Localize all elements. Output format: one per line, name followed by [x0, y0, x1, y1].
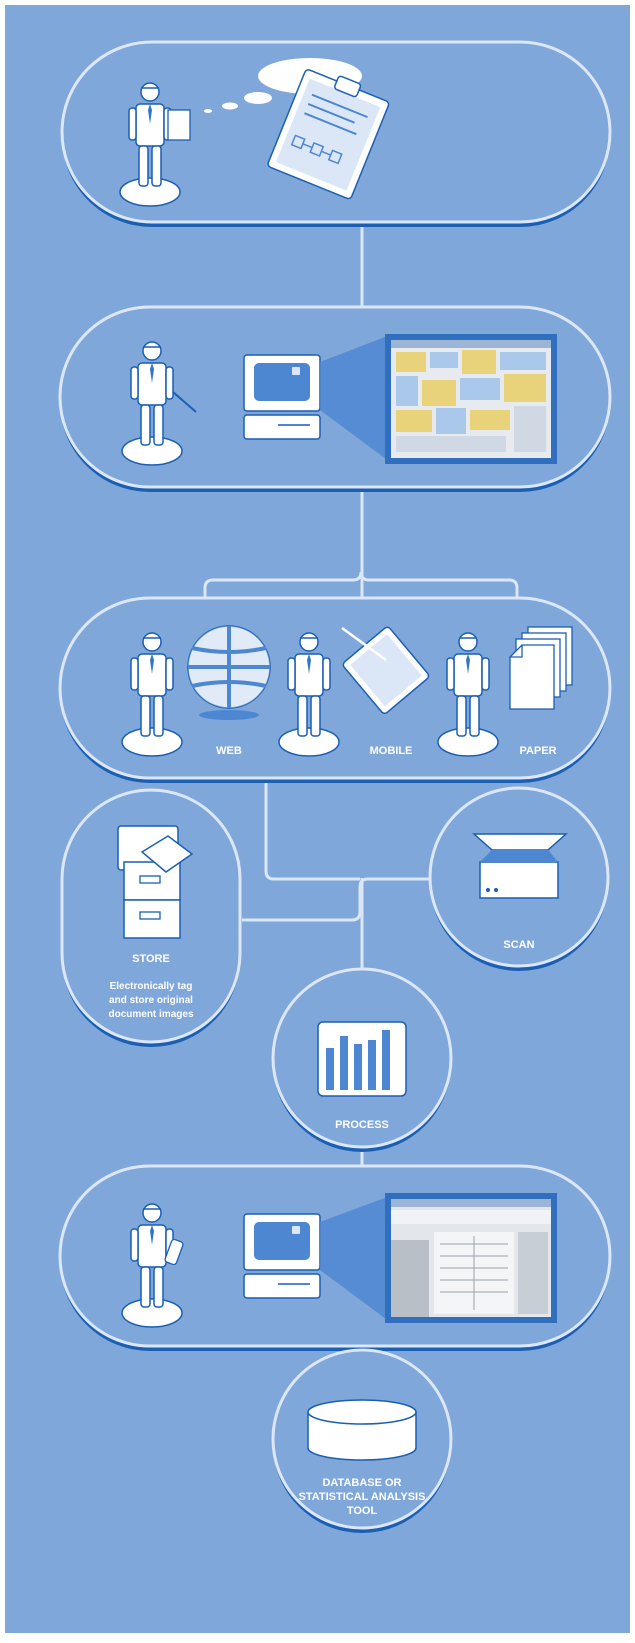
computer-icon [243, 354, 321, 440]
store-desc-line1: Electronically tag [110, 981, 193, 992]
store-desc-line2: and store original [109, 995, 193, 1006]
database-line2: STATISTICAL ANALYSIS [299, 1491, 426, 1503]
channel-mobile-label: MOBILE [370, 745, 413, 757]
bar-chart-icon [317, 1021, 407, 1097]
stage-data-capture: WEB MOBILE PAPER [58, 596, 612, 783]
pen-icon [172, 391, 197, 413]
stage-database: DATABASE OR STATISTICAL ANALYSIS TOOL [271, 1348, 453, 1533]
computer-icon [243, 1213, 321, 1299]
stage-store: STORE Electronically tag and store origi… [60, 788, 242, 1047]
stylus-icon [341, 626, 387, 662]
stage-process: PROCESS [271, 967, 453, 1152]
clipboard-icon [267, 69, 390, 200]
clipboard-small-icon [167, 109, 191, 141]
stage-requirements [60, 40, 612, 227]
database-line3: TOOL [347, 1505, 378, 1517]
filing-cabinet-icon [117, 825, 194, 939]
projection-beam [320, 335, 390, 462]
form-screenshot-image [385, 334, 557, 464]
channel-web-label: WEB [216, 745, 242, 757]
channel-paper-label: PAPER [519, 745, 556, 757]
database-line1: DATABASE OR [322, 1477, 401, 1489]
scan-title: SCAN [503, 939, 534, 951]
database-cylinder-icon [307, 1399, 417, 1461]
stage-scan: SCAN [428, 786, 610, 971]
globe-icon [187, 625, 271, 720]
scanner-icon [472, 833, 568, 899]
data-screenshot-image [385, 1193, 557, 1323]
phone-icon [164, 1238, 184, 1266]
store-desc-line3: document images [108, 1009, 193, 1020]
projection-beam [320, 1196, 390, 1322]
stage-review [58, 1164, 612, 1351]
stage-form-design [58, 305, 612, 492]
process-title: PROCESS [335, 1119, 389, 1131]
store-title: STORE [132, 953, 170, 965]
paper-stack-icon [509, 626, 573, 710]
